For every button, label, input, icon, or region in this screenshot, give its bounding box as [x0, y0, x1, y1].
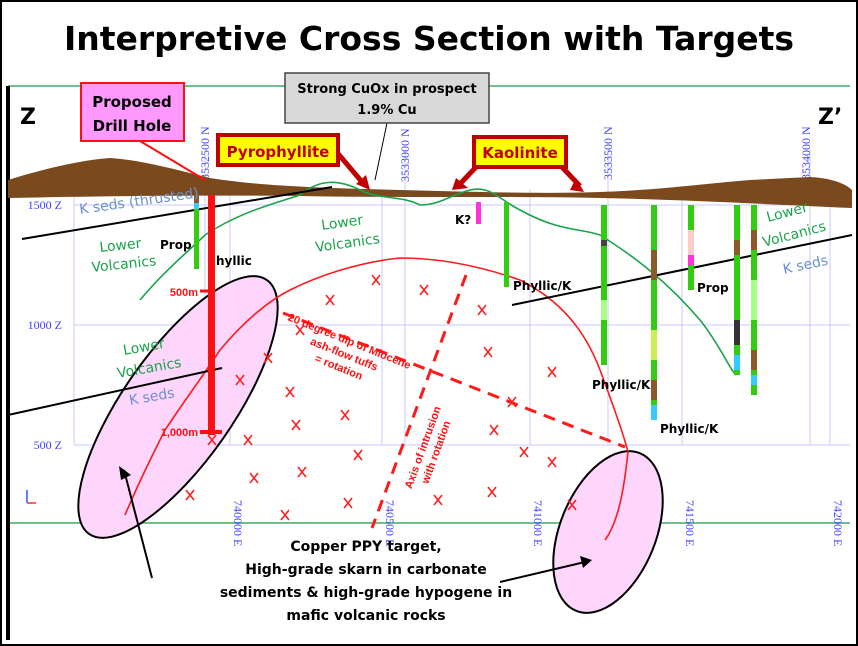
elevation-label: 1500 Z [28, 198, 62, 212]
unit-volcanics: Volcanics [91, 253, 157, 276]
hole-label-k: K? [455, 213, 471, 227]
target-line: High-grade skarn in carbonate [245, 562, 486, 578]
intrusion-cross-mark [325, 294, 335, 306]
depth-500m: 500m [170, 287, 198, 299]
arrowhead [119, 466, 131, 480]
hole-label-prop: Prop [697, 281, 729, 295]
target-arrow-right [499, 561, 586, 583]
intrusion-cross-mark [487, 486, 497, 498]
unit-k-seds: K seds [128, 385, 176, 409]
intrusion-cross-mark [547, 366, 557, 378]
intrusion-cross-mark [285, 386, 295, 398]
intrusion-cross-mark [291, 419, 301, 431]
intrusion-cross-mark [419, 284, 429, 296]
intrusion-cross-mark [567, 499, 577, 511]
easting-label: 741500 E [683, 500, 697, 546]
intrusion-cross-mark [547, 456, 557, 468]
intrusion-cross-mark [280, 509, 290, 521]
intrusion-cross-mark [489, 424, 499, 436]
intrusion-cross-mark [353, 449, 363, 461]
intrusion-cross-mark [343, 497, 353, 509]
intrusion-pattern [185, 274, 577, 521]
thrust-fault-line [21, 186, 333, 240]
easting-label: 740000 E [231, 500, 245, 546]
arrowhead [356, 175, 370, 190]
proposed-drill-hole [208, 195, 215, 435]
hole-label-phyllic: hyllic [216, 254, 252, 268]
proposed-drill-hole-callout [80, 82, 185, 142]
intrusion-cross-mark [243, 434, 253, 446]
elevation-label: 500 Z [34, 438, 62, 452]
cuox-callout [284, 72, 490, 124]
intrusion-cross-mark [519, 446, 529, 458]
northing-label: 3532500 N [198, 126, 212, 180]
section-end-right: Z’ [818, 105, 842, 130]
terrain-surface [8, 158, 852, 208]
callout-line: Proposed [92, 93, 172, 111]
elevation-label: 1000 Z [28, 318, 62, 332]
existing-drill-holes [194, 195, 757, 420]
cuox-pointer [374, 122, 388, 181]
callout-line: Drill Hole [93, 117, 172, 135]
unit-lower: Lower [122, 336, 166, 359]
unit-lower: Lower [99, 236, 143, 256]
hole-label-prop: Prop [160, 238, 192, 252]
intrusion-cross-mark [433, 494, 443, 506]
easting-label: 740500 E [383, 500, 397, 546]
hole-label-phyllic-k: Phyllic/K [660, 422, 719, 436]
callout-label: Pyrophyllite [227, 143, 330, 161]
pyrophyllite-callout [216, 133, 340, 167]
intrusion-axis-line [370, 274, 468, 529]
intrusion-cross-mark [371, 274, 381, 286]
slide-title: Interpretive Cross Section with Targets [64, 19, 794, 58]
northing-label: 3534000 N [799, 126, 813, 180]
dip-line [282, 311, 626, 449]
target-arrow-left [123, 469, 153, 579]
callout-line: Strong CuOx in prospect [297, 82, 476, 97]
northing-label: 3533500 N [601, 126, 615, 180]
intrusion-cross-mark [297, 466, 307, 478]
easting-label: 742000 E [831, 500, 845, 546]
intrusion-cross-mark [483, 346, 493, 358]
section-end-left: Z [20, 105, 36, 130]
target-line: Copper PPY target, [290, 539, 441, 555]
intrusion-cross-mark [507, 396, 517, 408]
northing-label: 3533000 N [398, 128, 412, 182]
arrowhead [580, 556, 592, 568]
target-ellipse-right [552, 450, 664, 614]
sed-contact-left [7, 367, 223, 416]
intrusion-cross-mark [235, 374, 245, 386]
target-line: mafic volcanic rocks [286, 608, 445, 624]
depth-1000m: 1,000m [161, 427, 199, 439]
intrusion-cross-mark [207, 434, 217, 446]
volcanic-contact-line [139, 181, 737, 376]
hole-label-phyllic-k: Phyllic/K [513, 279, 572, 293]
axis-triad-icon [26, 490, 36, 504]
sed-contact-right [511, 234, 853, 306]
intrusion-cross-mark [185, 489, 195, 501]
target-line: sediments & high-grade hypogene in [220, 585, 512, 601]
intrusion-cross-mark [295, 324, 305, 336]
intrusion-outline [124, 257, 629, 541]
unit-lower: Lower [320, 212, 364, 234]
callout-label: Kaolinite [482, 144, 558, 162]
callout-line: 1.9% Cu [357, 103, 416, 118]
kaolinite-callout [472, 135, 568, 169]
arrowhead [570, 178, 584, 192]
hole-label-phyllic-k: Phyllic/K [592, 378, 651, 392]
intrusion-cross-mark [249, 472, 259, 484]
intrusion-cross-mark [263, 352, 273, 364]
arrowhead [452, 178, 468, 190]
intrusion-cross-mark [340, 409, 350, 421]
easting-label: 741000 E [531, 500, 545, 546]
intrusion-cross-mark [477, 304, 487, 316]
target-description: Copper PPY target, High-grade skarn in c… [220, 539, 512, 624]
drill-hole-pointer [139, 140, 206, 181]
